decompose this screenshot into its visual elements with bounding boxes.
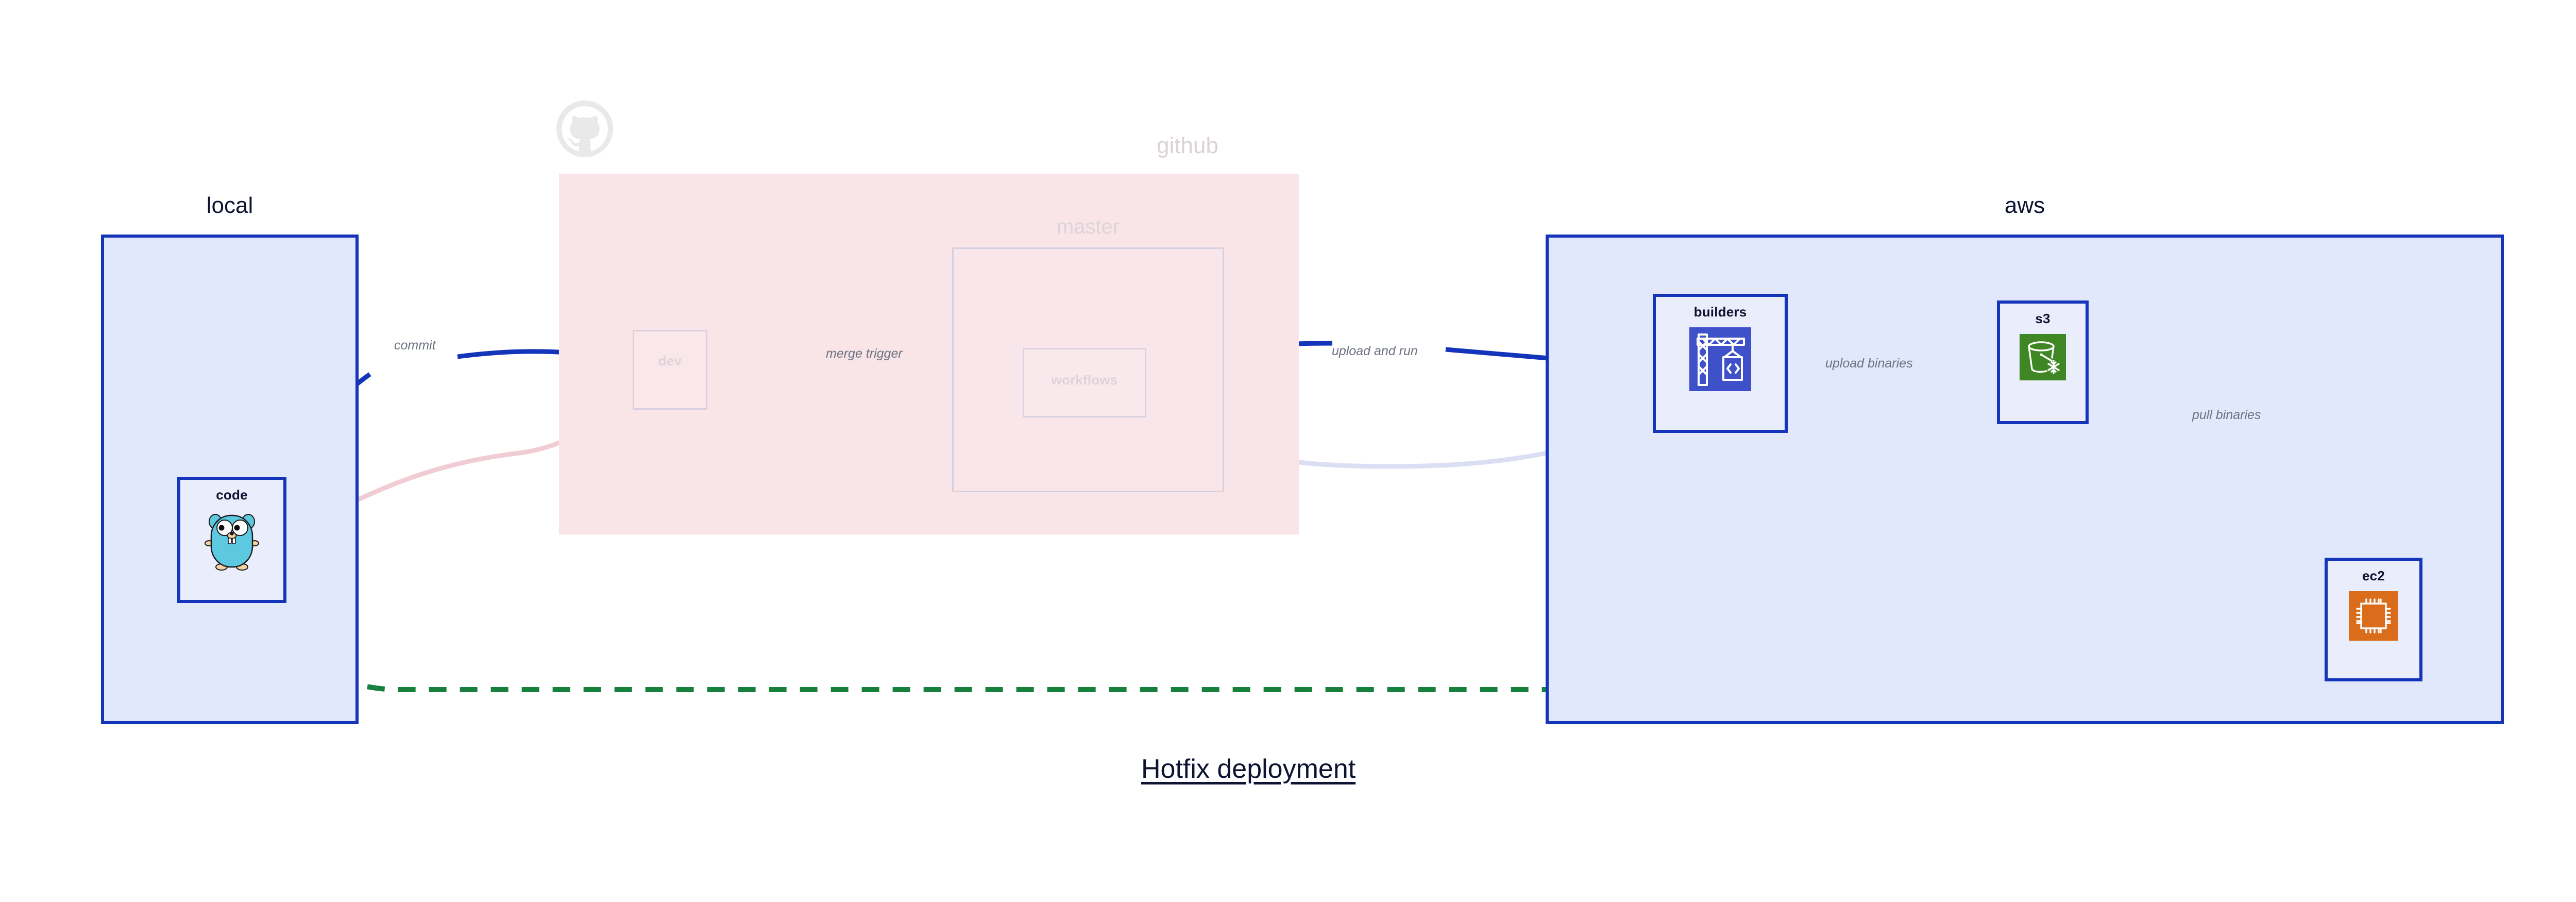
node-code[interactable]: code xyxy=(177,477,286,603)
node-ec2-label: ec2 xyxy=(2362,568,2385,583)
node-workflows[interactable]: workflows xyxy=(1023,348,1146,417)
edge-label-upload-and-run: upload and run xyxy=(1332,344,1418,358)
ec2-chip-icon xyxy=(2349,591,2398,643)
node-ec2[interactable]: ec2 xyxy=(2325,558,2422,681)
subgroup-master[interactable] xyxy=(952,247,1224,492)
node-code-label: code xyxy=(216,487,248,503)
node-builders[interactable]: builders xyxy=(1653,294,1788,433)
node-s3[interactable]: s3 xyxy=(1997,300,2089,424)
subgroup-master-title: master xyxy=(1056,215,1120,238)
group-github[interactable] xyxy=(559,174,1299,534)
node-dev-label: dev xyxy=(658,353,682,369)
node-builders-label: builders xyxy=(1693,304,1747,320)
node-workflows-label: workflows xyxy=(1051,372,1118,388)
s3-bucket-icon xyxy=(2020,334,2066,383)
group-github-title: github xyxy=(1157,133,1218,158)
group-aws-title: aws xyxy=(2004,193,2045,218)
go-gopher-icon xyxy=(203,510,261,574)
node-s3-label: s3 xyxy=(2035,311,2050,326)
node-dev[interactable]: dev xyxy=(633,330,707,410)
crane-code-icon xyxy=(1689,327,1751,394)
diagram-title: Hotfix deployment xyxy=(1141,754,1356,784)
edge-label-pull-binaries: pull binaries xyxy=(2191,407,2263,423)
github-octocat-logo xyxy=(556,101,613,160)
edge-label-commit: commit xyxy=(394,338,436,353)
edge-label-upload-binaries: upload binaries xyxy=(1824,356,1914,371)
group-local-title: local xyxy=(206,193,253,218)
edge-label-merge-trigger: merge trigger xyxy=(824,346,904,361)
